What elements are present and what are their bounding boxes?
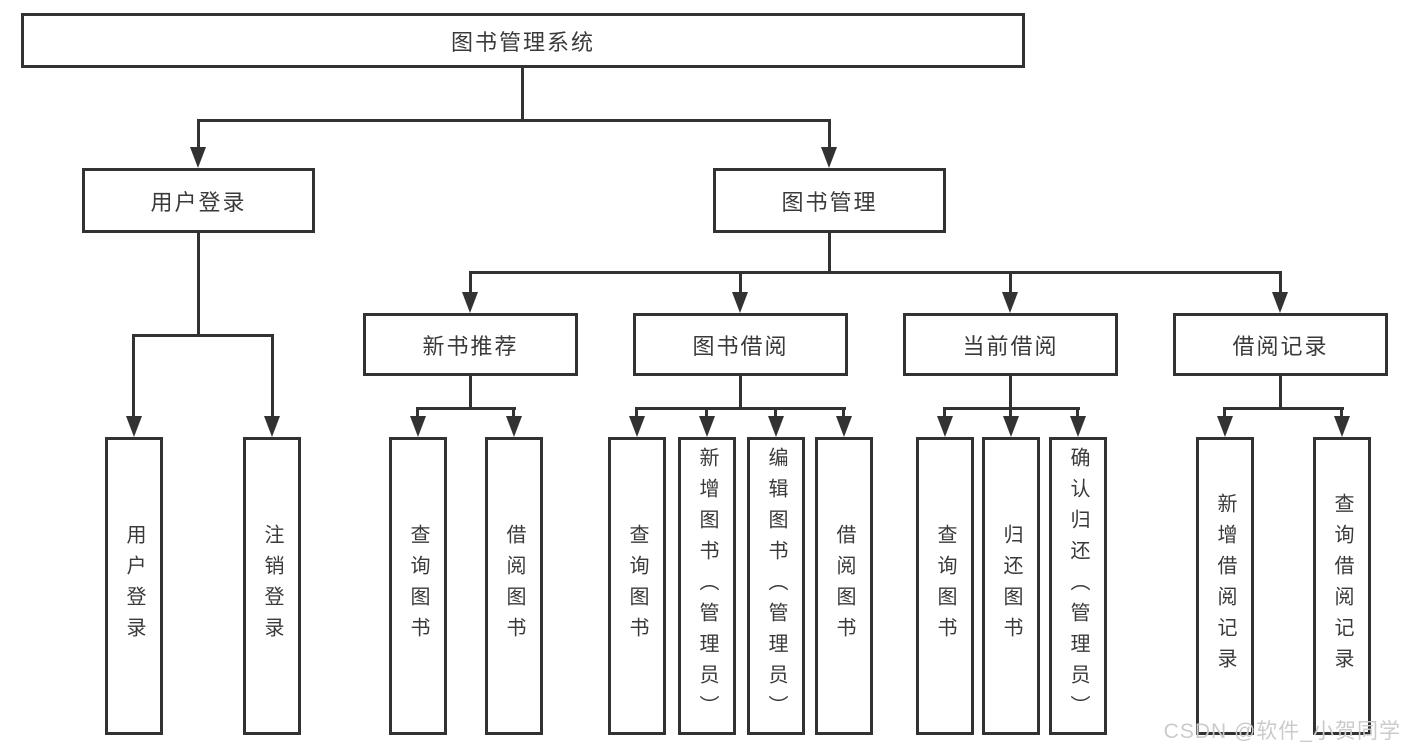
connector [469, 271, 1281, 274]
node-current-borrowing: 当前借阅 [903, 313, 1118, 376]
connector [197, 119, 831, 122]
connector [739, 271, 742, 293]
connector-arrowhead [462, 292, 478, 313]
connector-arrowhead [1272, 292, 1288, 313]
node-user-login: 用户登录 [82, 168, 315, 233]
connector [828, 232, 831, 274]
node-label: 新增借阅记录 [1214, 493, 1236, 679]
connector [197, 233, 200, 337]
node-label: 注销登录 [261, 524, 283, 648]
connector [521, 68, 524, 122]
node-label: 用户登录 [123, 524, 145, 648]
connector-arrowhead [629, 416, 645, 437]
node-label: 图书管理系统 [450, 29, 595, 55]
node-label: 查询图书 [934, 524, 956, 648]
node-new-book-recommend: 新书推荐 [363, 313, 578, 376]
connector [1076, 407, 1079, 418]
node-add-book-admin: 新增图书（管理员） [678, 437, 736, 735]
connector-arrowhead [1002, 292, 1018, 313]
node-label: 借阅图书 [503, 524, 525, 648]
node-label: 归还图书 [1000, 524, 1022, 648]
connector [842, 407, 845, 418]
connector-arrowhead [821, 147, 837, 168]
node-label: 图书借阅 [692, 333, 789, 359]
connector [271, 334, 274, 418]
connector [1223, 407, 1344, 410]
node-logout: 注销登录 [243, 437, 301, 735]
node-label: 查询图书 [626, 524, 648, 648]
connector [132, 334, 274, 337]
node-library-system: 图书管理系统 [21, 13, 1025, 68]
node-book-management: 图书管理 [713, 168, 946, 233]
connector [705, 407, 708, 418]
connector-arrowhead [1070, 416, 1086, 437]
connector [512, 407, 515, 418]
connector-arrowhead [1217, 416, 1233, 437]
node-label: 编辑图书（管理员） [765, 446, 787, 726]
node-label: 借阅记录 [1232, 333, 1329, 359]
connector [1009, 376, 1012, 410]
connector [635, 407, 638, 418]
node-query-books-current: 查询图书 [916, 437, 974, 735]
connector [416, 407, 516, 410]
node-label: 新书推荐 [422, 333, 519, 359]
node-label: 借阅图书 [833, 524, 855, 648]
node-query-books-borrow: 查询图书 [608, 437, 666, 735]
node-borrow-books: 借阅图书 [815, 437, 873, 735]
node-label: 新增图书（管理员） [696, 446, 718, 726]
node-add-borrow-record: 新增借阅记录 [1196, 437, 1254, 735]
connector [197, 119, 200, 148]
node-borrowing-records: 借阅记录 [1173, 313, 1388, 376]
connector [828, 119, 831, 148]
node-return-book: 归还图书 [982, 437, 1040, 735]
connector [774, 407, 777, 418]
connector-arrowhead [1003, 416, 1019, 437]
connector-arrowhead [190, 147, 206, 168]
node-label: 当前借阅 [962, 333, 1059, 359]
node-query-books-recommend: 查询图书 [389, 437, 447, 735]
connector [1223, 407, 1226, 418]
connector [1009, 271, 1012, 293]
node-confirm-return-admin: 确认归还（管理员） [1049, 437, 1107, 735]
connector-arrowhead [126, 416, 142, 437]
connector-arrowhead [264, 416, 280, 437]
node-label: 用户登录 [150, 189, 247, 215]
connector [1009, 407, 1012, 418]
connector [1279, 376, 1282, 410]
connector [739, 376, 742, 410]
connector [636, 407, 846, 410]
node-edit-book-admin: 编辑图书（管理员） [747, 437, 805, 735]
connector-arrowhead [506, 416, 522, 437]
node-user-login-leaf: 用户登录 [105, 437, 163, 735]
node-query-borrow-record: 查询借阅记录 [1313, 437, 1371, 735]
connector [469, 376, 472, 410]
node-label: 查询借阅记录 [1331, 493, 1353, 679]
connector-arrowhead [699, 416, 715, 437]
connector [943, 407, 946, 418]
node-book-borrowing: 图书借阅 [633, 313, 848, 376]
connector-arrowhead [410, 416, 426, 437]
connector [132, 334, 135, 418]
connector [469, 271, 472, 293]
connector-arrowhead [937, 416, 953, 437]
connector-arrowhead [836, 416, 852, 437]
connector-arrowhead [768, 416, 784, 437]
connector [1279, 271, 1282, 293]
node-label: 查询图书 [407, 524, 429, 648]
node-label: 确认归还（管理员） [1067, 446, 1089, 726]
connector-arrowhead [1334, 416, 1350, 437]
csdn-watermark: CSDN @软件_小贺同学 [1163, 720, 1401, 743]
connector [1340, 407, 1343, 418]
node-borrow-books-recommend: 借阅图书 [485, 437, 543, 735]
connector [416, 407, 419, 418]
connector-arrowhead [732, 292, 748, 313]
node-label: 图书管理 [781, 189, 878, 215]
